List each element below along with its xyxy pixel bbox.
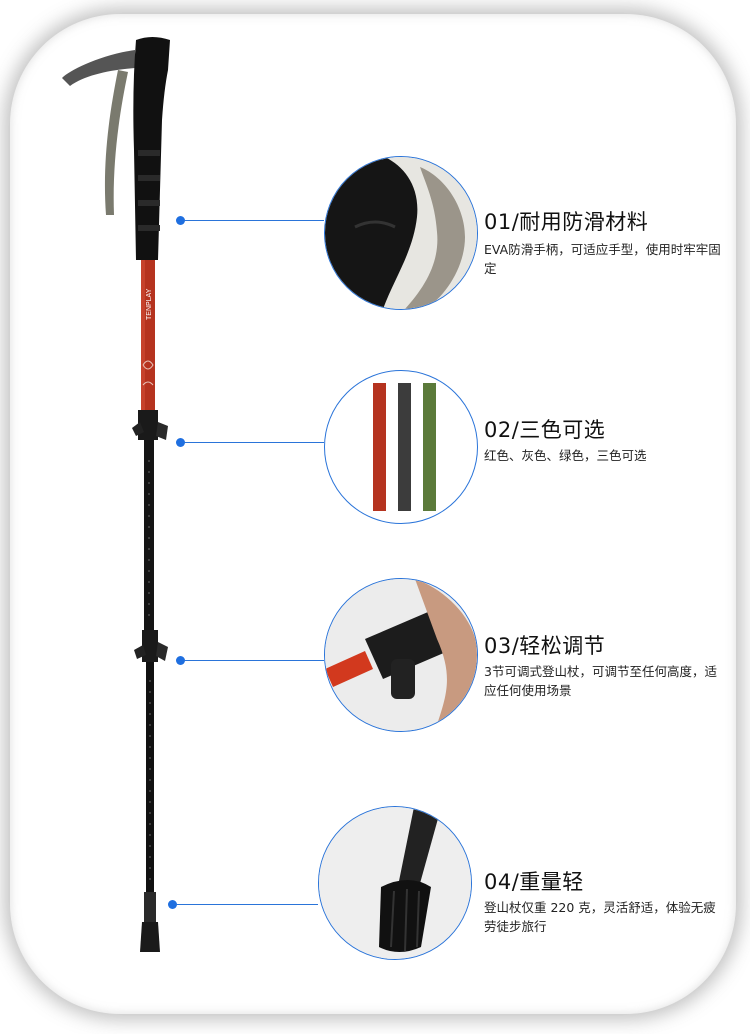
feature-desc-2: 红色、灰色、绿色，三色可选 <box>484 448 647 463</box>
middle-shaft <box>144 440 154 630</box>
lever-lock-detail-image <box>324 578 478 732</box>
red-color-swatch <box>373 383 386 511</box>
feature-desc-4: 登山杖仅重 220 克，灵活舒适，体验无疲劳徒步旅行 <box>484 900 716 934</box>
feature-title-2: 02/三色可选 <box>484 418 606 442</box>
feature-title-4: 04/重量轻 <box>484 870 584 894</box>
feature-title-1: 01/耐用防滑材料 <box>484 210 649 234</box>
trekking-pole-image: TENPLAY <box>62 37 170 952</box>
grip-detail-image <box>324 156 478 310</box>
color-options-image <box>324 370 478 524</box>
feature-title-3: 03/轻松调节 <box>484 634 606 658</box>
feature-desc-3: 3节可调式登山杖，可调节至任何高度，适应任何使用场景 <box>484 664 717 698</box>
rubber-tip <box>140 922 160 952</box>
lever-lock-2 <box>142 630 158 662</box>
lower-shaft <box>146 662 154 892</box>
tip-section <box>144 892 156 922</box>
brand-mark: TENPLAY <box>146 288 153 320</box>
callout-dot-4 <box>168 900 177 909</box>
callout-dot-2 <box>176 438 185 447</box>
callout-line-2 <box>184 442 324 443</box>
callout-line-4 <box>176 904 318 905</box>
callout-dot-3 <box>176 656 185 665</box>
feature-desc-1: EVA防滑手柄，可适应手型，使用时牢牢固定 <box>484 242 721 276</box>
rubber-tip-detail-image <box>318 806 472 960</box>
gray-color-swatch <box>398 383 411 511</box>
callout-dot-1 <box>176 216 185 225</box>
strap-band <box>104 70 128 215</box>
wrist-strap <box>62 50 135 86</box>
callout-line-3 <box>184 660 324 661</box>
callout-line-1 <box>184 220 324 221</box>
green-color-swatch <box>423 383 436 511</box>
